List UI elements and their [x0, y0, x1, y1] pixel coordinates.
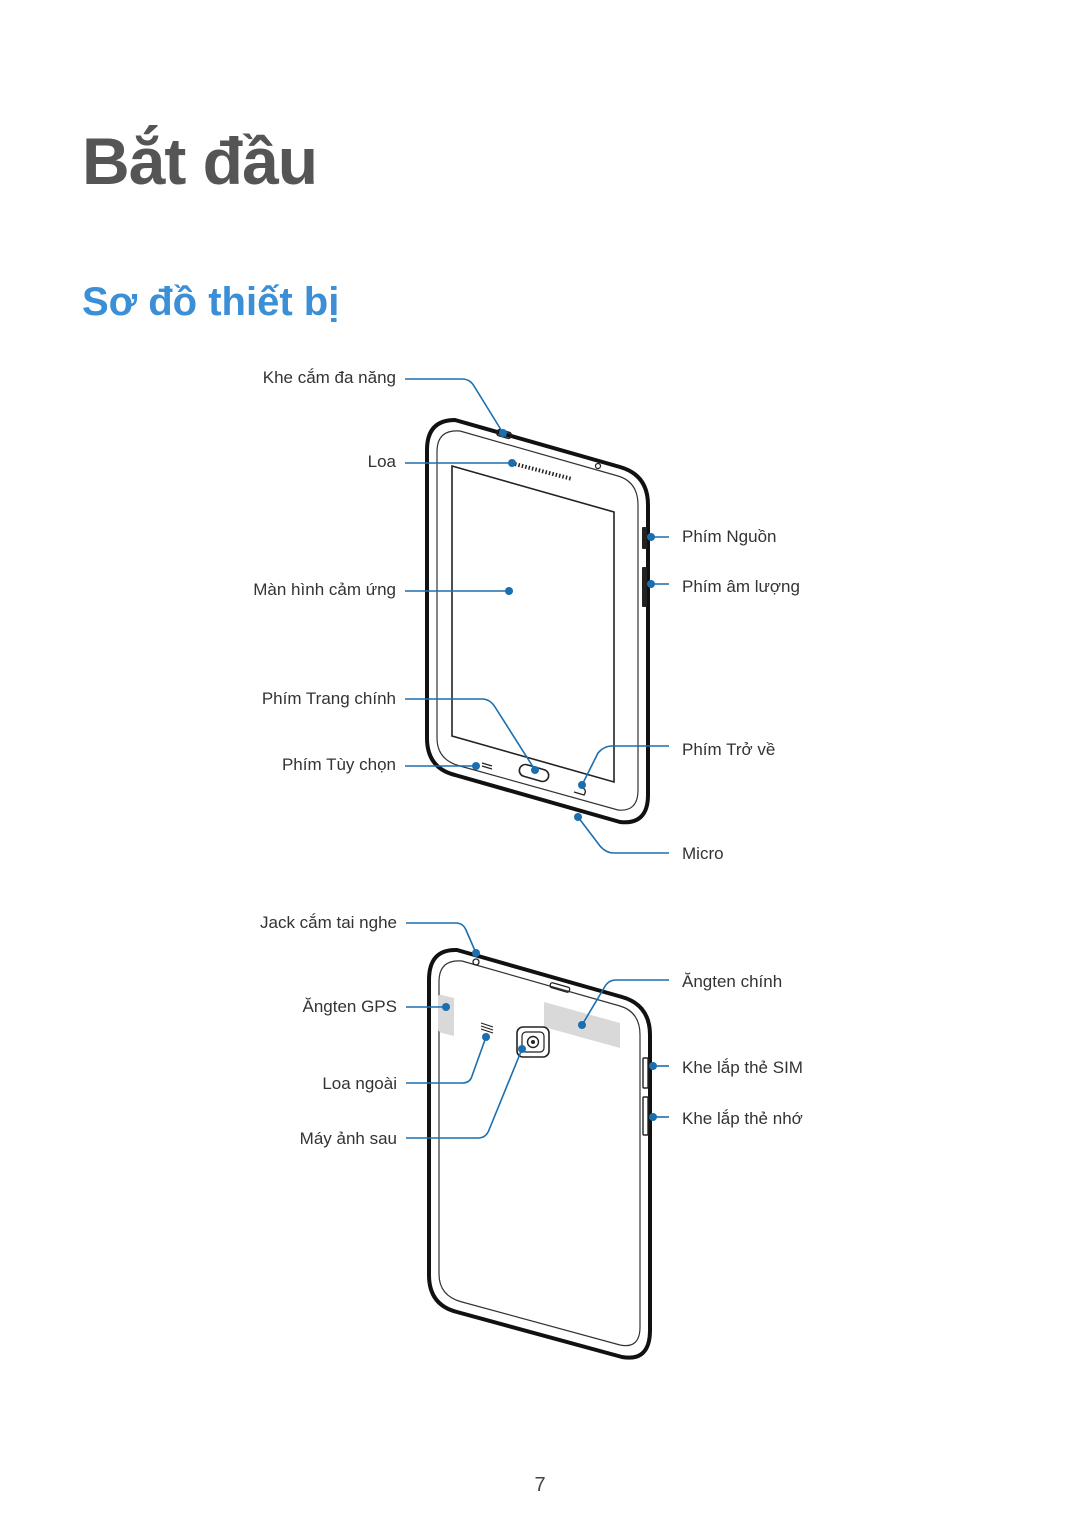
microphone-label: Micro [682, 844, 724, 863]
touchscreen-label: Màn hình cảm ứng [253, 580, 396, 599]
options-key-label: Phím Tùy chọn [282, 755, 396, 774]
back-callouts [406, 922, 669, 1139]
front-callouts [405, 378, 669, 854]
external-speaker-label: Loa ngoài [322, 1074, 397, 1093]
page-number: 7 [534, 1474, 546, 1496]
gps-antenna-area [438, 994, 454, 1036]
section-title: Sơ đồ thiết bị [82, 280, 340, 324]
volume-key-label: Phím âm lượng [682, 577, 800, 596]
speaker-label: Loa [368, 452, 397, 471]
multipurpose-jack-label: Khe cắm đa năng [263, 368, 396, 387]
main-antenna-label: Ăngten chính [682, 972, 782, 991]
volume-key-shape [642, 567, 647, 607]
back-key-label: Phím Trở về [682, 740, 775, 759]
front-device-illustration [425, 418, 650, 825]
headset-jack-label: Jack cắm tai nghe [260, 913, 397, 932]
gps-antenna-label: Ăngten GPS [302, 997, 397, 1016]
memory-card-slot-shape [642, 1096, 649, 1136]
speaker-grill [514, 462, 573, 481]
power-key-shape [642, 527, 647, 549]
memory-card-slot-label: Khe lắp thẻ nhớ [682, 1109, 803, 1128]
external-speaker-grill [480, 1022, 494, 1034]
options-key-glyph [481, 762, 493, 770]
back-device-illustration [427, 947, 652, 1360]
chapter-title: Bắt đầu [82, 124, 318, 198]
rear-camera-label: Máy ảnh sau [300, 1129, 397, 1148]
sim-slot-label: Khe lắp thẻ SIM [682, 1058, 803, 1077]
sim-slot-shape [642, 1057, 649, 1089]
touchscreen-outline [451, 464, 615, 784]
power-key-label: Phím Nguồn [682, 527, 777, 546]
home-key-label: Phím Trang chính [262, 689, 396, 708]
